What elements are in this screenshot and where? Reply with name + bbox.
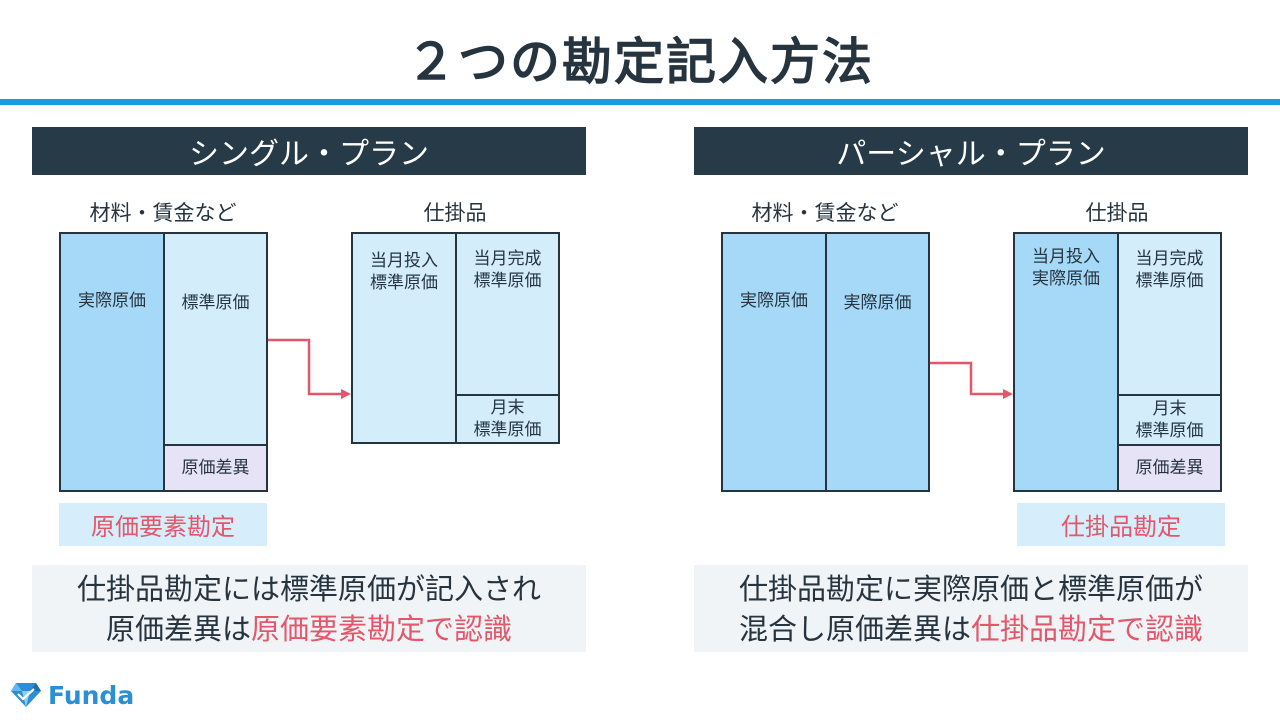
logo-text: Funda bbox=[48, 680, 135, 710]
note-line2: 混合し原価差異は仕掛品勘定で認識 bbox=[738, 611, 1204, 646]
page-title: ２つの勘定記入方法 bbox=[406, 33, 874, 91]
cell-label: 原価差異 bbox=[181, 458, 250, 478]
single-plan-note: 仕掛品勘定には標準原価が記入され 原価差異は原価要素勘定で認識 bbox=[32, 565, 586, 652]
note-highlight: 原価要素勘定で認識 bbox=[251, 611, 513, 646]
single-wip-input-cell: 当月投入 標準原価 bbox=[353, 234, 457, 442]
partial-plan-note: 仕掛品勘定に実際原価と標準原価が 混合し原価差異は仕掛品勘定で認識 bbox=[694, 565, 1248, 652]
partial-materials-actual-right-cell: 実際原価 bbox=[827, 234, 928, 490]
title-divider bbox=[0, 99, 1280, 105]
partial-wip-account: 当月投入 実際原価 当月完成 標準原価 月末 標準原価 原価差異 bbox=[1013, 232, 1222, 492]
cell-label-line2: 標準原価 bbox=[473, 420, 542, 440]
single-variance-account-tag: 原価要素勘定 bbox=[59, 503, 267, 546]
funda-logo: Funda bbox=[10, 678, 134, 712]
cell-label-line2: 標準原価 bbox=[1135, 421, 1204, 441]
cell-label: 実際原価 bbox=[78, 291, 146, 311]
cell-label-line1: 当月投入 bbox=[370, 251, 438, 271]
partial-variance-account-tag: 仕掛品勘定 bbox=[1017, 503, 1225, 546]
cell-label-line1: 当月完成 bbox=[1135, 249, 1204, 269]
partial-wip-completed-cell: 当月完成 標準原価 bbox=[1119, 234, 1220, 394]
single-wip-ending-cell: 月末 標準原価 bbox=[457, 394, 558, 442]
partial-wip-caption: 仕掛品 bbox=[1085, 201, 1149, 225]
partial-materials-actual-left-cell: 実際原価 bbox=[723, 234, 827, 490]
single-materials-account: 実際原価 標準原価 原価差異 bbox=[59, 232, 268, 492]
single-flow-arrow bbox=[268, 338, 351, 399]
cell-label: 実際原価 bbox=[843, 293, 912, 313]
cell-label-line2: 実際原価 bbox=[1032, 269, 1100, 289]
single-wip-account: 当月投入 標準原価 当月完成 標準原価 月末 標準原価 bbox=[351, 232, 560, 444]
partial-wip-variance-cell: 原価差異 bbox=[1119, 444, 1220, 490]
cell-label-line2: 標準原価 bbox=[1135, 271, 1204, 291]
diamond-logo-icon bbox=[11, 683, 41, 707]
single-plan-banner: シングル・プラン bbox=[32, 127, 586, 175]
partial-wip-ending-cell: 月末 標準原価 bbox=[1119, 394, 1220, 444]
cell-label-line1: 当月投入 bbox=[1032, 247, 1100, 267]
single-materials-actual-cell: 実際原価 bbox=[61, 234, 165, 490]
single-wip-completed-cell: 当月完成 標準原価 bbox=[457, 234, 558, 394]
partial-wip-input-cell: 当月投入 実際原価 bbox=[1015, 234, 1119, 490]
cell-label: 原価差異 bbox=[1135, 458, 1204, 478]
note-line1: 仕掛品勘定に実際原価と標準原価が bbox=[738, 571, 1203, 606]
note-highlight: 仕掛品勘定で認識 bbox=[971, 611, 1204, 646]
single-materials-standard-cell: 標準原価 bbox=[165, 234, 266, 444]
cell-label: 標準原価 bbox=[181, 293, 250, 313]
cell-label-line1: 当月完成 bbox=[473, 249, 542, 269]
single-materials-caption: 材料・賃金など bbox=[89, 201, 237, 225]
partial-plan-banner: パーシャル・プラン bbox=[694, 127, 1248, 175]
cell-label: 実際原価 bbox=[740, 291, 808, 311]
single-wip-caption: 仕掛品 bbox=[423, 201, 487, 225]
cell-label-line2: 標準原価 bbox=[370, 273, 438, 293]
cell-label-line1: 月末 bbox=[1152, 399, 1187, 419]
cell-label-line1: 月末 bbox=[490, 398, 525, 418]
partial-materials-caption: 材料・賃金など bbox=[751, 201, 899, 225]
partial-flow-arrow bbox=[930, 361, 1013, 399]
note-line1: 仕掛品勘定には標準原価が記入され bbox=[76, 571, 541, 606]
cell-label-line2: 標準原価 bbox=[473, 271, 542, 291]
partial-materials-account: 実際原価 実際原価 bbox=[721, 232, 930, 492]
single-materials-variance-cell: 原価差異 bbox=[165, 444, 266, 490]
note-line2: 原価差異は原価要素勘定で認識 bbox=[105, 611, 513, 646]
